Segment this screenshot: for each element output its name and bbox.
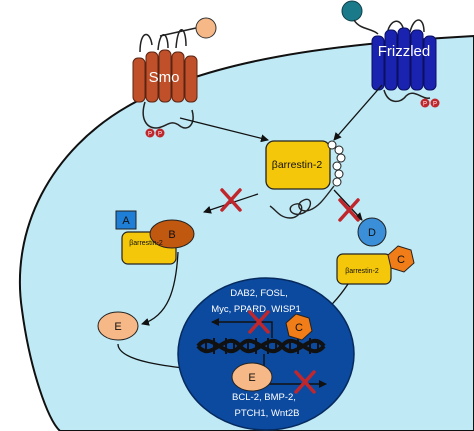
barrestin-main: βarrestin-2 bbox=[265, 140, 346, 219]
genes-bottom-line-1: BCL-2, BMP-2, bbox=[232, 392, 296, 403]
dna-helix bbox=[196, 338, 326, 354]
complex-left: A B βarrestin-2 bbox=[115, 210, 195, 265]
nuclear-protein-c-label: C bbox=[295, 322, 303, 334]
arrow-smo-to-barrestin bbox=[179, 117, 269, 143]
protein-b-label: B bbox=[168, 229, 175, 241]
genes-top-line-2: Myc, PPARD, WISP1 bbox=[211, 304, 301, 315]
inhibit-x-nucleus-upper bbox=[248, 310, 270, 334]
smo-phospho-1 bbox=[145, 128, 155, 138]
frizzled-label: Frizzled bbox=[378, 43, 431, 60]
frizzled-phospho-label-1: P bbox=[423, 102, 427, 108]
protein-c-label: C bbox=[397, 254, 405, 266]
nuclear-protein-e bbox=[231, 362, 273, 392]
complex-left-barrestin: βarrestin-2 bbox=[129, 240, 163, 247]
transcription-arrow-upper bbox=[211, 318, 273, 338]
frizzled-phospho-label-2: P bbox=[433, 102, 437, 108]
complex-right-barrestin: βarrestin-2 bbox=[345, 268, 379, 275]
smo-phospho-label-1: P bbox=[148, 132, 152, 138]
genes-bottom-line-2: PTCH1, Wnt2B bbox=[235, 408, 300, 419]
protein-a-label: A bbox=[122, 215, 130, 227]
complex-right: D C βarrestin-2 bbox=[336, 217, 415, 285]
nuclear-protein-e-label: E bbox=[248, 372, 255, 384]
arrow-to-right-complex bbox=[333, 189, 363, 221]
arrow-b-to-e bbox=[141, 251, 179, 326]
protein-d-label: D bbox=[368, 227, 376, 239]
inhibit-x-right bbox=[338, 198, 360, 222]
inhibit-x-left bbox=[220, 188, 242, 212]
smo-phospho-label-2: P bbox=[158, 132, 162, 138]
frizzled-phospho-2 bbox=[430, 98, 440, 108]
smo-label: Smo bbox=[149, 69, 180, 86]
protein-b bbox=[149, 219, 195, 249]
inhibit-x-nucleus-lower bbox=[294, 370, 316, 394]
smo-ligand bbox=[195, 17, 217, 39]
protein-d bbox=[357, 217, 387, 247]
barrestin-main-label: βarrestin-2 bbox=[272, 159, 323, 171]
genes-top-line-1: DAB2, FOSL, bbox=[230, 288, 288, 299]
frizzled-receptor: Frizzled P P bbox=[341, 0, 440, 108]
protein-e-free bbox=[97, 311, 139, 341]
protein-a bbox=[115, 210, 137, 230]
protein-c bbox=[387, 245, 415, 273]
frizzled-phospho-1 bbox=[420, 98, 430, 108]
wnt-ligand bbox=[341, 0, 363, 22]
protein-e-free-label: E bbox=[114, 321, 121, 333]
smo-receptor: Smo P P bbox=[132, 17, 217, 138]
arrow-to-left-complex bbox=[203, 193, 259, 214]
nucleus: DAB2, FOSL, Myc, PPARD, WISP1 BCL-2, BMP… bbox=[177, 277, 355, 431]
arrow-frizzled-to-barrestin bbox=[333, 84, 383, 141]
smo-phospho-2 bbox=[155, 128, 165, 138]
nuclear-protein-c bbox=[285, 313, 313, 341]
